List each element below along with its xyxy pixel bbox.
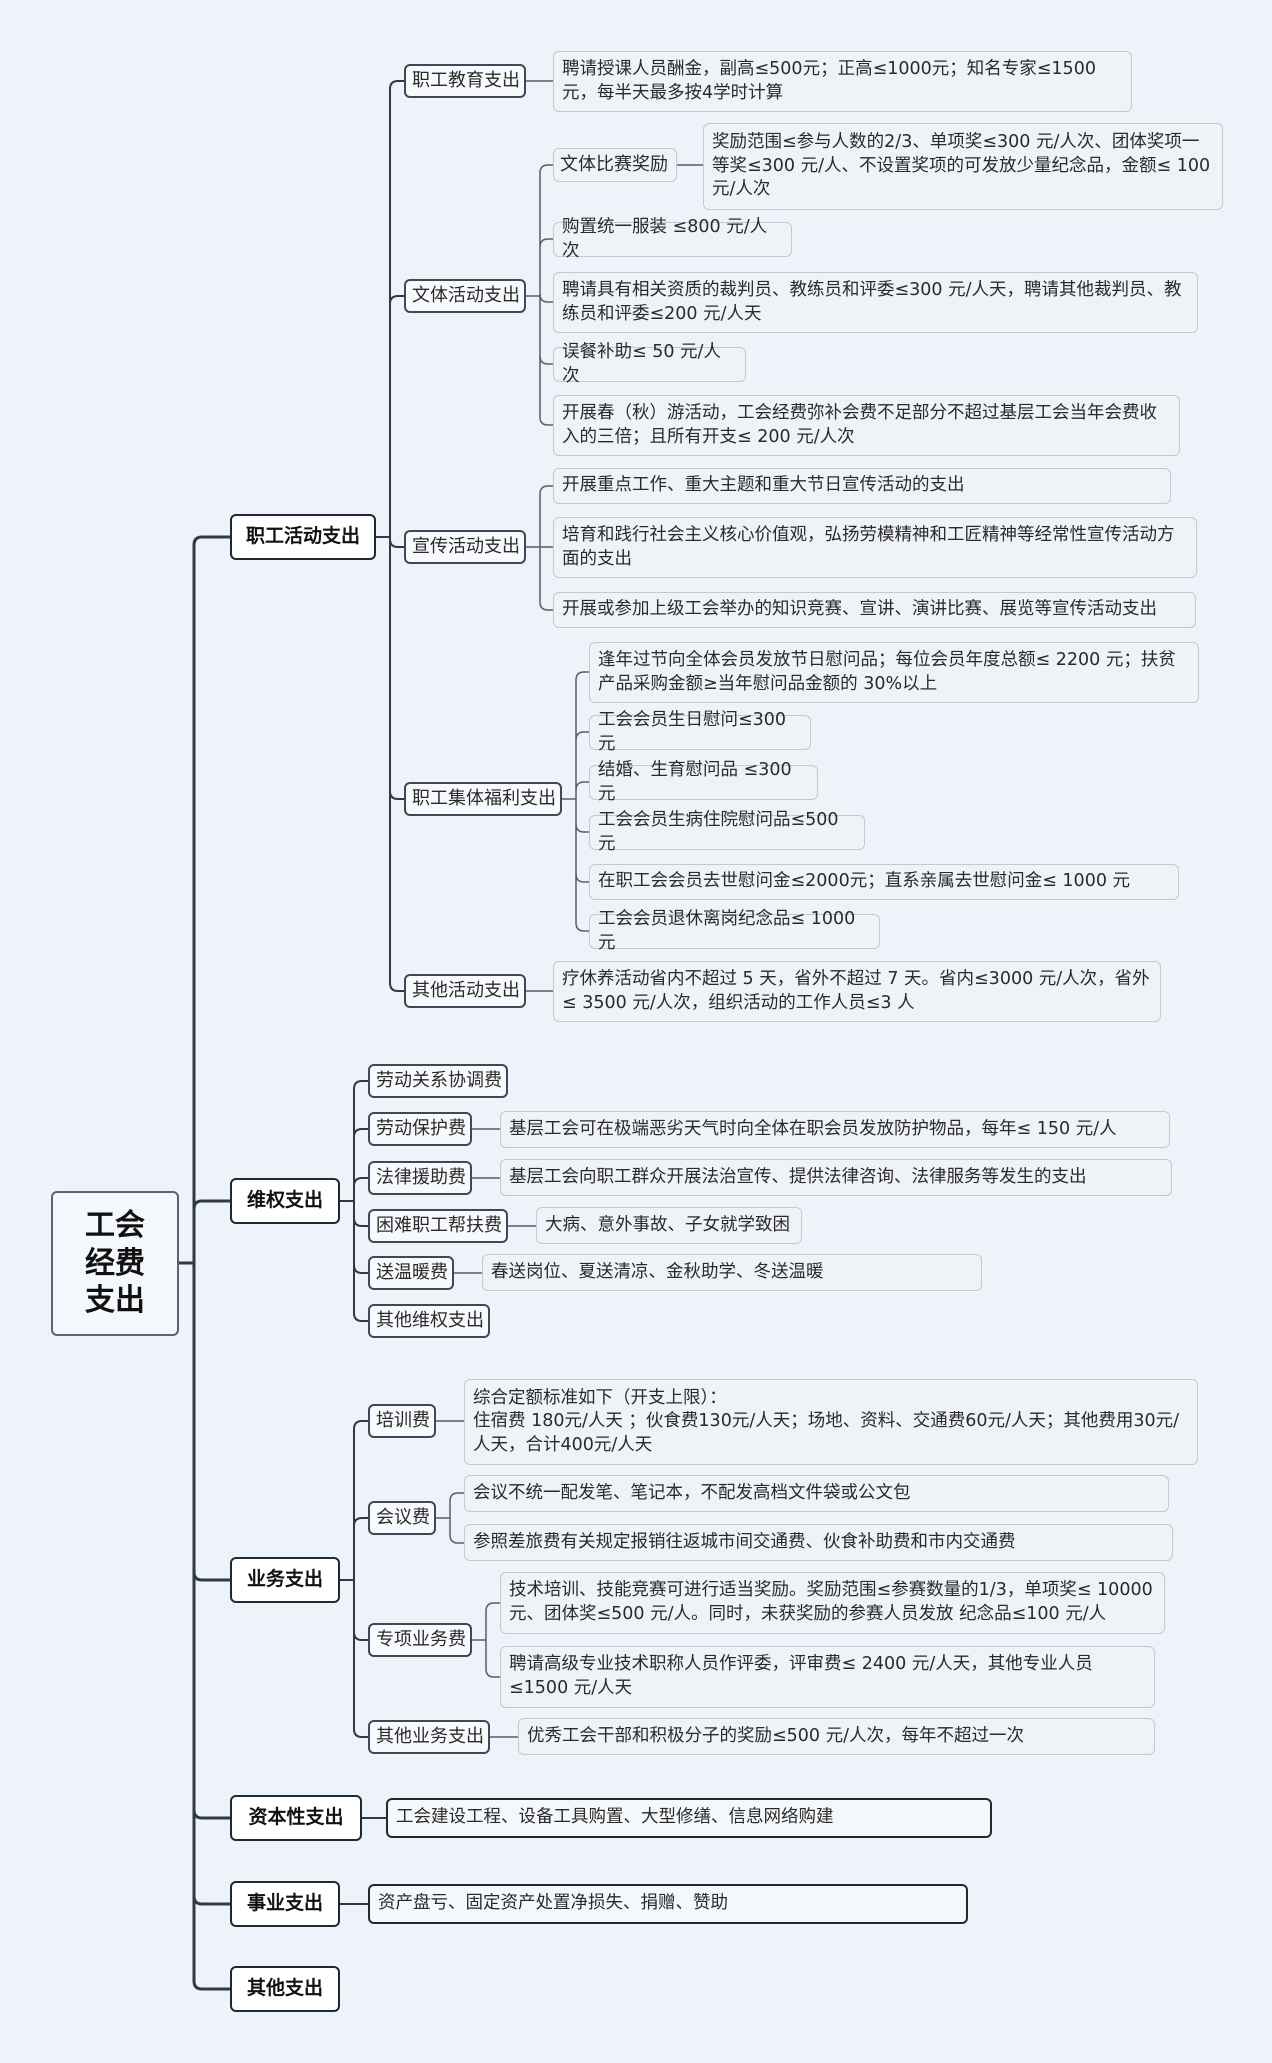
node-protection[interactable]: 劳动保护费 (368, 1112, 472, 1146)
connector (353, 1517, 368, 1527)
leaf-publicity-key: 开展重点工作、重大主题和重大节日宣传活动的支出 (553, 468, 1171, 504)
connector (485, 1668, 500, 1678)
branch-enterprise[interactable]: 事业支出 (230, 1881, 340, 1927)
connector (485, 1602, 500, 1612)
leaf-warmth: 春送岗位、夏送清凉、金秋助学、冬送温暖 (482, 1254, 982, 1291)
connector (192, 1199, 230, 1210)
branch-other[interactable]: 其他支出 (230, 1966, 340, 2012)
leaf-publicity-values: 培育和践行社会主义核心价值观，弘扬劳模精神和工匠精神等经常性宣传活动方面的支出 (553, 517, 1197, 578)
leaf-meeting-travel: 参照差旅费有关规定报销往返城市间交通费、伙食补助费和市内交通费 (464, 1524, 1173, 1561)
leaf-welfare-birthday: 工会会员生日慰问≤300元 (589, 710, 811, 754)
branch-rights[interactable]: 维权支出 (230, 1178, 340, 1224)
leaf-legal: 基层工会向职工群众开展法治宣传、提供法律咨询、法律服务等发生的支出 (500, 1159, 1172, 1196)
leaf-enterprise: 资产盘亏、固定资产处置净损失、捐赠、赞助 (368, 1884, 968, 1924)
connector (353, 1128, 368, 1138)
leaf-outing: 开展春（秋）游活动，工会经费弥补会费不足部分不超过基层工会当年会费收入的三倍；且… (553, 395, 1180, 456)
connector (539, 164, 553, 174)
connector (389, 80, 404, 90)
leaf-uniform: 购置统一服装 ≤800 元/人次 (553, 217, 792, 261)
leaf-publicity-contest: 开展或参加上级工会举办的知识竞赛、宣讲、演讲比赛、展览等宣传活动支出 (553, 592, 1196, 628)
leaf-welfare-hospital: 工会会员生病住院慰问品≤500元 (589, 810, 865, 854)
branch-business[interactable]: 业务支出 (230, 1557, 340, 1603)
node-activity-other[interactable]: 其他活动支出 (404, 974, 526, 1008)
connector (192, 1980, 230, 1991)
connector (449, 1492, 464, 1502)
connector (353, 1420, 368, 1430)
connector (353, 1264, 368, 1274)
node-training[interactable]: 培训费 (368, 1404, 436, 1438)
connector (389, 790, 404, 800)
connector (192, 1809, 230, 1820)
connector (353, 1080, 368, 1090)
connector (353, 1312, 368, 1322)
node-meeting[interactable]: 会议费 (368, 1501, 436, 1535)
node-labor-relations[interactable]: 劳动关系协调费 (368, 1064, 508, 1098)
connector (575, 823, 589, 833)
connector (575, 671, 589, 681)
node-hardship[interactable]: 困难职工帮扶费 (368, 1209, 508, 1243)
leaf-protection: 基层工会可在极端恶劣天气时向全体在职会员发放防护物品，每年≤ 150 元/人 (500, 1111, 1170, 1148)
connector (539, 416, 553, 426)
connector (539, 293, 553, 303)
connector (192, 1895, 230, 1906)
branch-activity[interactable]: 职工活动支出 (230, 514, 376, 560)
node-culture[interactable]: 文体活动支出 (404, 279, 526, 313)
connector (389, 982, 404, 992)
leaf-welfare-retirement: 工会会员退休离岗纪念品≤ 1000 元 (589, 909, 880, 953)
connector (575, 873, 589, 883)
leaf-welfare-festival: 逢年过节向全体会员发放节日慰问品；每位会员年度总额≤ 2200 元；扶贫产品采购… (589, 642, 1199, 703)
connector (389, 295, 404, 305)
connector (389, 538, 404, 548)
leaf-recuperation: 疗休养活动省内不超过 5 天，省外不超过 7 天。省内≤3000 元/人次，省外… (553, 961, 1161, 1022)
leaf-referee: 聘请具有相关资质的裁判员、教练员和评委≤300 元/人天，聘请其他裁判员、教练员… (553, 272, 1198, 333)
node-welfare[interactable]: 职工集体福利支出 (404, 782, 562, 816)
leaf-capital: 工会建设工程、设备工具购置、大型修缮、信息网络购建 (386, 1798, 992, 1838)
connector (575, 781, 589, 791)
node-rights-other[interactable]: 其他维权支出 (368, 1304, 490, 1338)
leaf-education-fee: 聘请授课人员酬金，副高≤500元；正高≤1000元；知名专家≤1500元，每半天… (553, 51, 1132, 112)
leaf-special-judge: 聘请高级专业技术职称人员作评委，评审费≤ 2400 元/人天，其他专业人员≤15… (500, 1646, 1155, 1708)
node-education[interactable]: 职工教育支出 (404, 64, 526, 98)
node-special[interactable]: 专项业务费 (368, 1623, 472, 1657)
node-legal[interactable]: 法律援助费 (368, 1161, 472, 1195)
connector (539, 601, 553, 611)
leaf-business-other: 优秀工会干部和积极分子的奖励≤500 元/人次，每年不超过一次 (518, 1718, 1155, 1755)
connector (353, 1631, 368, 1641)
leaf-welfare-condolence: 在职工会会员去世慰问金≤2000元；直系亲属去世慰问金≤ 1000 元 (589, 864, 1179, 900)
node-publicity[interactable]: 宣传活动支出 (404, 530, 526, 564)
connector (192, 535, 230, 546)
leaf-competition-award: 奖励范围≤参与人数的2/3、单项奖≤300 元/人次、团体奖项一等奖≤300 元… (703, 123, 1223, 210)
leaf-meeting-supplies: 会议不统一配发笔、笔记本，不配发高档文件袋或公文包 (464, 1475, 1169, 1512)
leaf-welfare-marriage: 结婚、生育慰问品 ≤300 元 (589, 760, 818, 804)
connector (539, 238, 553, 248)
leaf-meal-subsidy: 误餐补助≤ 50 元/人次 (553, 342, 746, 386)
connector (539, 355, 553, 365)
leaf-hardship: 大病、意外事故、子女就学致困 (536, 1207, 802, 1244)
connector (575, 922, 589, 932)
node-business-other[interactable]: 其他业务支出 (368, 1720, 490, 1754)
connector (539, 485, 553, 495)
leaf-training: 综合定额标准如下（开支上限）： 住宿费 180元/人天 ；伙食费130元/人天；… (464, 1379, 1198, 1465)
leaf-special-contest: 技术培训、技能竞赛可进行适当奖励。奖励范围≤参赛数量的1/3，单项奖≤ 1000… (500, 1572, 1165, 1634)
connector (575, 731, 589, 741)
connector (192, 1571, 230, 1582)
root-node[interactable]: 工会 经费 支出 (51, 1191, 179, 1336)
connector (353, 1728, 368, 1738)
connector (449, 1534, 464, 1544)
node-warmth[interactable]: 送温暖费 (368, 1256, 454, 1290)
connector (353, 1217, 368, 1227)
node-competition[interactable]: 文体比赛奖励 (553, 148, 677, 182)
connector (353, 1177, 368, 1187)
branch-capital[interactable]: 资本性支出 (230, 1795, 362, 1841)
